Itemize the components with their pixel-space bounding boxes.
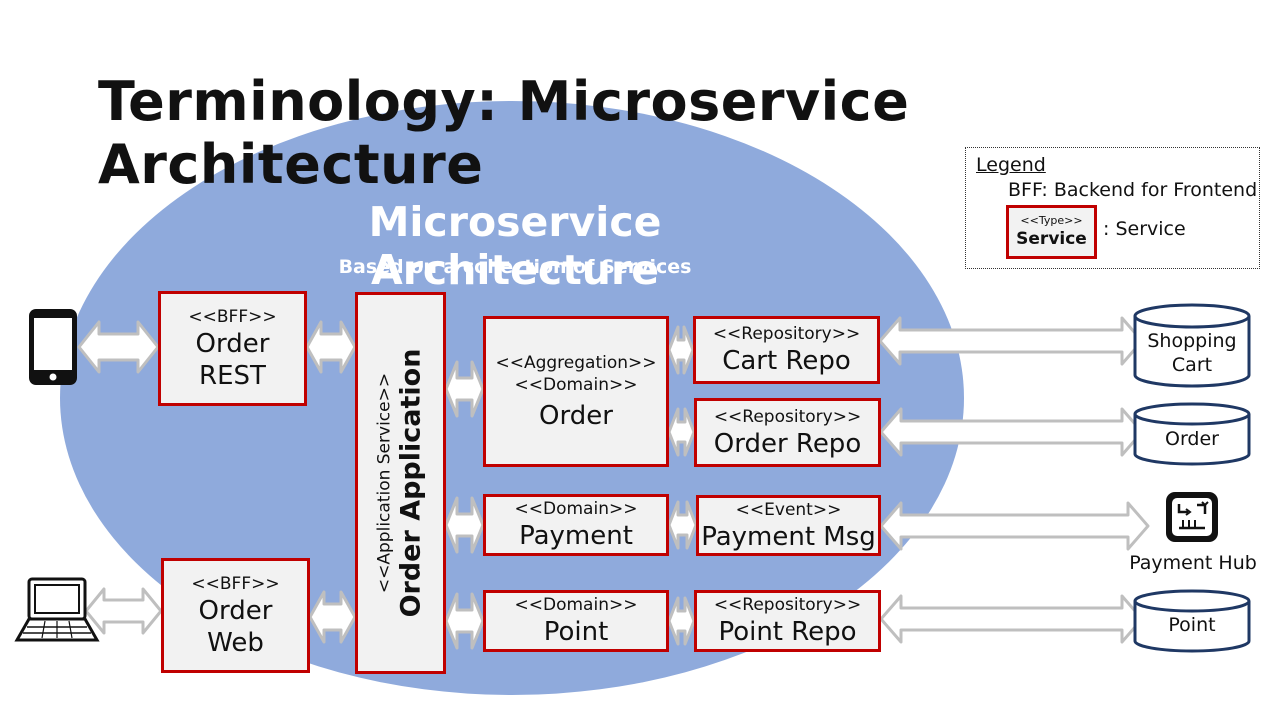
order-rest-service[interactable]: <<BFF>> Order REST <box>158 291 307 406</box>
smartphone-icon <box>29 309 77 385</box>
service-stereotype: <<Domain>> <box>514 499 638 519</box>
legend-service-label: Service <box>1016 229 1087 249</box>
service-name: Order <box>198 595 273 626</box>
arrow-pointrepo-db <box>879 594 1144 644</box>
service-stereotype: <<Event>> <box>735 499 842 520</box>
service-stereotype: <<BFF>> <box>188 306 277 327</box>
cart-repo-service[interactable]: <<Repository>> Cart Repo <box>693 316 880 384</box>
payment-service[interactable]: <<Domain>> Payment <box>483 494 669 556</box>
point-db-icon <box>1133 589 1251 653</box>
point-service[interactable]: <<Domain>> Point <box>483 590 669 652</box>
shopping-cart-db-icon <box>1133 303 1251 388</box>
service-name: REST <box>199 360 266 391</box>
service-stereotype: <<Domain>> <box>514 595 638 615</box>
service-name: Point <box>543 617 609 647</box>
arrow-laptop-web <box>84 587 163 635</box>
legend-service-desc: : Service <box>1103 218 1186 240</box>
service-stereotype: <<Application Service>> <box>374 372 395 594</box>
legend-title: Legend <box>976 154 1046 176</box>
service-name: Web <box>207 627 264 658</box>
service-name: Order <box>195 328 270 359</box>
order-web-service[interactable]: <<BFF>> Order Web <box>161 558 310 673</box>
service-name: Order Application <box>395 348 427 618</box>
order-db-icon <box>1133 402 1251 466</box>
payment-hub-label: Payment Hub <box>1129 552 1257 574</box>
service-stereotype: <<Repository>> <box>713 406 862 427</box>
laptop-icon <box>14 577 100 642</box>
service-stereotype: <<Repository>> <box>712 324 861 344</box>
service-name: Payment Msg <box>701 521 876 552</box>
service-name: Payment <box>519 521 633 551</box>
service-stereotype: <<BFF>> <box>191 573 280 594</box>
service-name: Point Repo <box>718 617 857 647</box>
arrow-paymentmsg-hub <box>879 501 1150 551</box>
db-label-line: Shopping <box>1147 330 1237 352</box>
service-stereotype: <<Aggregation>> <box>495 352 657 373</box>
point-db-label: Point <box>1168 614 1216 636</box>
shopping-cart-db-label: Shopping Cart <box>1135 329 1249 377</box>
order-db-label: Order <box>1165 428 1219 450</box>
service-name: Order Repo <box>713 428 862 459</box>
legend: Legend BFF: Backend for Frontend <<Type>… <box>965 147 1260 269</box>
page-title: Terminology: Microservice Architecture <box>98 70 910 196</box>
payment-msg-service[interactable]: <<Event>> Payment Msg <box>696 495 881 556</box>
legend-type-label: <<Type>> <box>1020 214 1083 227</box>
order-repo-service[interactable]: <<Repository>> Order Repo <box>694 398 881 467</box>
service-name: Order <box>539 400 613 431</box>
architecture-subtitle: Based on a collection of Services <box>338 256 692 278</box>
vertical-label: <<Application Service>> Order Applicatio… <box>374 349 428 618</box>
point-repo-service[interactable]: <<Repository>> Point Repo <box>694 590 881 652</box>
order-application-service[interactable]: <<Application Service>> Order Applicatio… <box>355 292 446 674</box>
legend-service-box: <<Type>> Service <box>1006 205 1097 259</box>
order-domain-service[interactable]: <<Aggregation>> <<Domain>> Order <box>483 316 669 467</box>
db-label-line: Cart <box>1171 354 1213 376</box>
service-stereotype: <<Repository>> <box>713 595 862 615</box>
service-stereotype: <<Domain>> <box>514 374 638 395</box>
legend-bff-note: BFF: Backend for Frontend <box>1008 179 1258 201</box>
architecture-title: Microservice Architecture <box>368 198 662 294</box>
payment-hub-icon <box>1166 492 1218 542</box>
connector-group <box>77 316 1150 650</box>
service-name: Cart Repo <box>722 346 851 376</box>
